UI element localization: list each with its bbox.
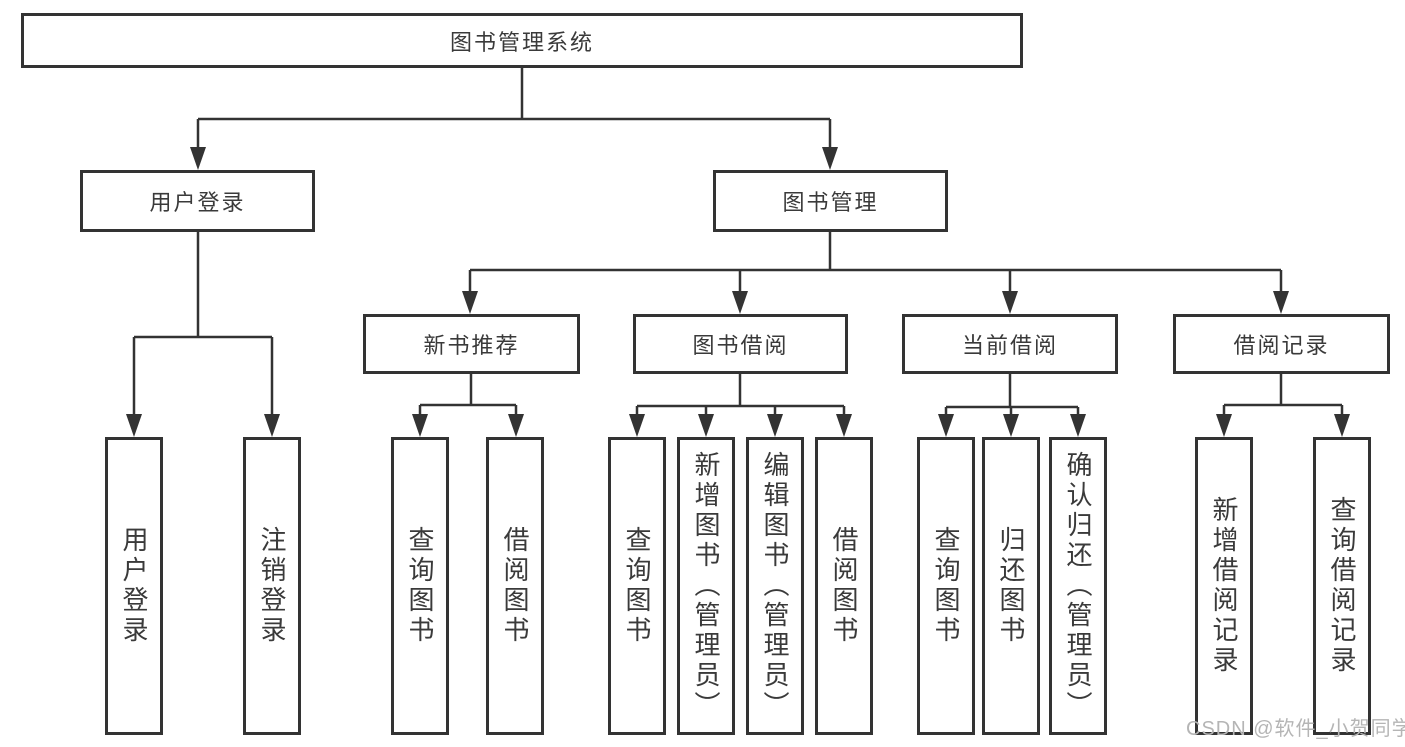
leaf-query-books-1: 查询图书: [391, 437, 449, 735]
watermark: CSDN @软件_小贺同学: [1186, 718, 1405, 740]
node-borrowing-records: 借阅记录: [1173, 314, 1390, 374]
leaf-logout: 注销登录: [243, 437, 301, 735]
connector-book-borrowing: [635, 374, 846, 416]
leaf-add-book-admin: 新增图书（管理员）: [677, 437, 735, 735]
node-user-login: 用户登录: [80, 170, 315, 232]
leaf-return-books: 归还图书: [982, 437, 1040, 735]
leaf-confirm-return-admin: 确认归还（管理员）: [1049, 437, 1107, 735]
leaf-borrow-books-1: 借阅图书: [486, 437, 544, 735]
leaf-edit-book-admin: 编辑图书（管理员）: [746, 437, 804, 735]
connector-new-book: [418, 374, 518, 416]
node-book-management: 图书管理: [713, 170, 948, 232]
connector-current-borrowing: [944, 374, 1080, 416]
leaf-add-borrow-record: 新增借阅记录: [1195, 437, 1253, 735]
connector-book-management: [468, 232, 1283, 293]
leaf-query-books-2: 查询图书: [608, 437, 666, 735]
arrowheads: [126, 147, 1350, 437]
node-current-borrowing: 当前借阅: [902, 314, 1118, 374]
leaf-query-borrow-record: 查询借阅记录: [1313, 437, 1371, 735]
connector-root: [196, 68, 832, 150]
connector-borrow-records: [1222, 374, 1344, 416]
leaf-query-books-3: 查询图书: [917, 437, 975, 735]
leaf-borrow-books-2: 借阅图书: [815, 437, 873, 735]
node-new-book-recommendation: 新书推荐: [363, 314, 580, 374]
node-library-management-system: 图书管理系统: [21, 13, 1023, 68]
connector-user-login: [132, 232, 274, 416]
leaf-user-login: 用户登录: [105, 437, 163, 735]
node-book-borrowing: 图书借阅: [633, 314, 848, 374]
